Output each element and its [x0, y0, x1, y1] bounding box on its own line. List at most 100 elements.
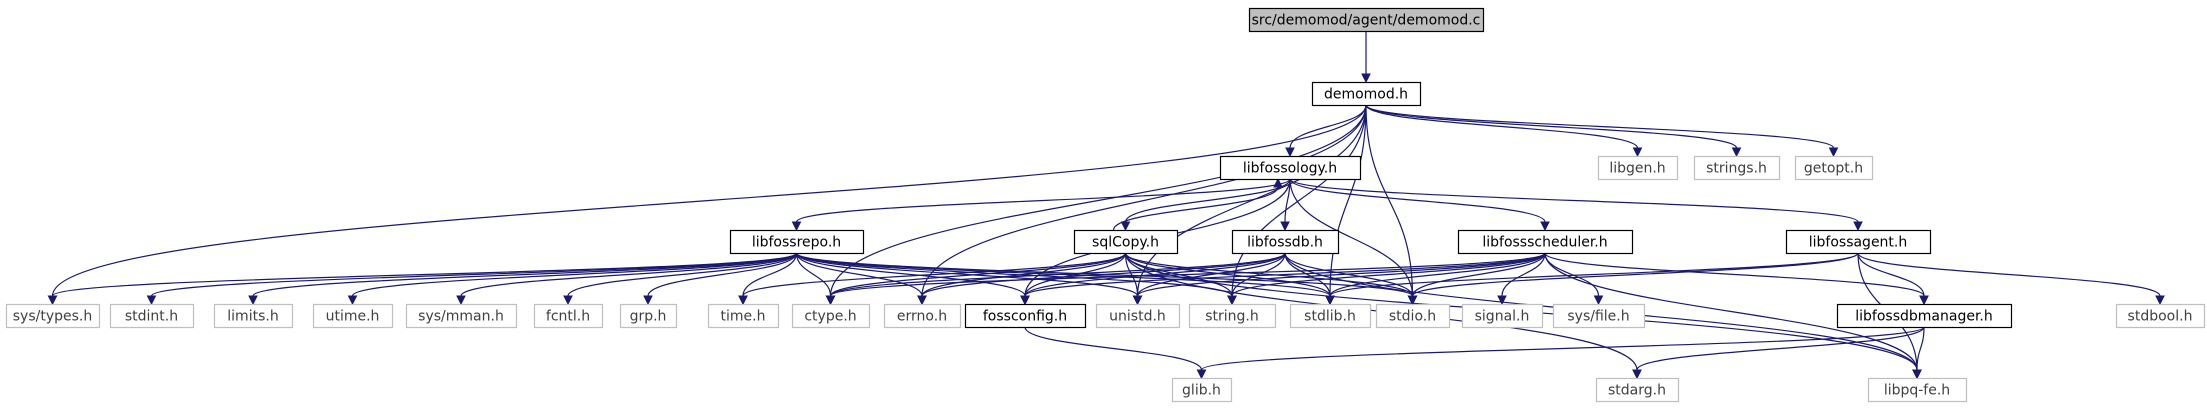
edge-line: [1231, 252, 1286, 297]
node-box: [1188, 303, 1277, 329]
edge-line: [1136, 252, 1546, 297]
arrowhead-icon: [47, 295, 58, 306]
arrowhead-icon: [146, 295, 157, 306]
edge-line: [1124, 252, 1414, 297]
node-label: libfossology.h: [1243, 161, 1337, 177]
arrowhead-icon: [248, 295, 258, 306]
node-libfossdbmanager-h[interactable]: libfossdbmanager.h: [1836, 303, 2013, 329]
node-label: sys/types.h: [13, 309, 92, 325]
edge-line: [1136, 252, 1286, 297]
node-box: [1311, 81, 1422, 107]
arrowhead-icon: [1632, 147, 1643, 158]
edge-line: [795, 178, 1291, 223]
edge-line: [921, 104, 1367, 297]
edge-line: [351, 252, 798, 297]
node-label: demomod.h: [1324, 87, 1408, 103]
node-libfossscheduler-h[interactable]: libfossscheduler.h: [1457, 229, 1634, 255]
node-libpq-fe-h: libpq-fe.h: [1867, 377, 1968, 403]
node-box: [791, 303, 871, 329]
edge-line: [921, 252, 1286, 297]
arrowhead-icon: [1280, 221, 1290, 232]
node-label: unistd.h: [1109, 309, 1166, 325]
arrowhead-icon: [1361, 73, 1371, 84]
arrowhead-icon: [825, 295, 836, 306]
node-label: sqlCopy.h: [1092, 235, 1159, 251]
edge-line: [1544, 252, 1925, 297]
node-label: strings.h: [1706, 161, 1767, 177]
arrowhead-icon: [1285, 147, 1295, 158]
edge-line: [829, 104, 1367, 297]
edge-libfossrepo_h-to-stdint_h: [146, 252, 798, 306]
node-box: [729, 229, 865, 255]
node-grp-h: grp.h: [619, 303, 678, 329]
node-label: sys/mman.h: [418, 309, 504, 325]
edge-line: [1289, 178, 1859, 223]
arrowhead-icon: [1325, 295, 1335, 306]
edge-libfossdbmanager_h-to-stdarg_h: [1632, 326, 1925, 380]
node-libfossrepo-h[interactable]: libfossrepo.h: [729, 229, 865, 255]
arrowhead-icon: [917, 295, 927, 306]
node-stdbool-h: stdbool.h: [2115, 303, 2206, 329]
node-label: libfossdb.h: [1247, 235, 1323, 251]
edge-libfossagent_h-to-stdlib_h: [1325, 252, 1859, 306]
node-label: signal.h: [1475, 309, 1530, 325]
node-box: [1785, 229, 1932, 255]
edge-line: [829, 252, 1546, 297]
node-box: [883, 303, 962, 329]
arrowhead-icon: [456, 295, 466, 306]
edge-line: [795, 252, 832, 297]
arrowhead-icon: [791, 221, 802, 232]
node-label: grp.h: [630, 309, 667, 325]
node-box: [619, 303, 678, 329]
node-box: [1231, 229, 1340, 255]
edge-line: [1289, 178, 1546, 223]
node-limits-h: limits.h: [213, 303, 294, 329]
node-box: [405, 303, 518, 329]
node-label: libfossagent.h: [1809, 235, 1908, 251]
edge-line: [1289, 178, 1414, 297]
node-sys-mman-h: sys/mman.h: [405, 303, 518, 329]
edge-line: [460, 252, 798, 297]
edge-line: [1544, 252, 1918, 371]
edge-line: [1636, 326, 1925, 371]
node-libfossdb-h[interactable]: libfossdb.h: [1231, 229, 1340, 255]
edge-line: [742, 252, 1127, 297]
node-root[interactable]: src/demomod/agent/demomod.c: [1248, 7, 1485, 33]
node-sqlCopy-h[interactable]: sqlCopy.h: [1073, 229, 1179, 255]
edge-libfossagent_h-to-libfossdbmanager_h: [1857, 252, 1929, 306]
arrowhead-icon: [347, 295, 358, 306]
edge-line: [1124, 252, 1139, 297]
edge-libfossrepo_h-to-grp_h: [643, 252, 798, 306]
arrowhead-icon: [1828, 147, 1839, 158]
arrowhead-icon: [1227, 295, 1237, 306]
edge-line: [742, 252, 798, 297]
edge-line: [1200, 326, 1925, 371]
arrowhead-icon: [2155, 295, 2165, 306]
node-libfossagent-h[interactable]: libfossagent.h: [1785, 229, 1932, 255]
node-box: [1597, 155, 1679, 181]
edge-line: [795, 252, 1139, 297]
edge-demomod_h-to-getopt_h: [1365, 104, 1839, 158]
node-stdarg-h: stdarg.h: [1595, 377, 1680, 403]
node-fossconfig-h[interactable]: fossconfig.h: [964, 303, 1087, 329]
node-utime-h: utime.h: [312, 303, 394, 329]
node-box: [1095, 303, 1181, 329]
edge-libfossscheduler_h-to-ctype_h: [825, 252, 1546, 306]
node-label: stdint.h: [125, 309, 178, 325]
edge-libfossology_h-to-sqlCopy_h: [1120, 178, 1291, 232]
edge-root-to-demomod_h: [1361, 30, 1371, 84]
node-label: getopt.h: [1804, 161, 1863, 177]
node-label: ctype.h: [804, 309, 856, 325]
node-libfossology-h[interactable]: libfossology.h: [1219, 155, 1362, 181]
node-label: libpq-fe.h: [1884, 383, 1950, 399]
node-demomod-h[interactable]: demomod.h: [1311, 81, 1422, 107]
edge-libfossology_h-to-libfossscheduler_h: [1289, 178, 1550, 232]
edge-line: [1329, 104, 1367, 297]
arrowhead-icon: [1196, 369, 1207, 380]
arrowhead-icon: [1919, 295, 1929, 306]
node-stdio-h: stdio.h: [1375, 303, 1451, 329]
node-box: [5, 303, 101, 329]
node-box: [964, 303, 1087, 329]
edge-line: [1365, 104, 1414, 297]
